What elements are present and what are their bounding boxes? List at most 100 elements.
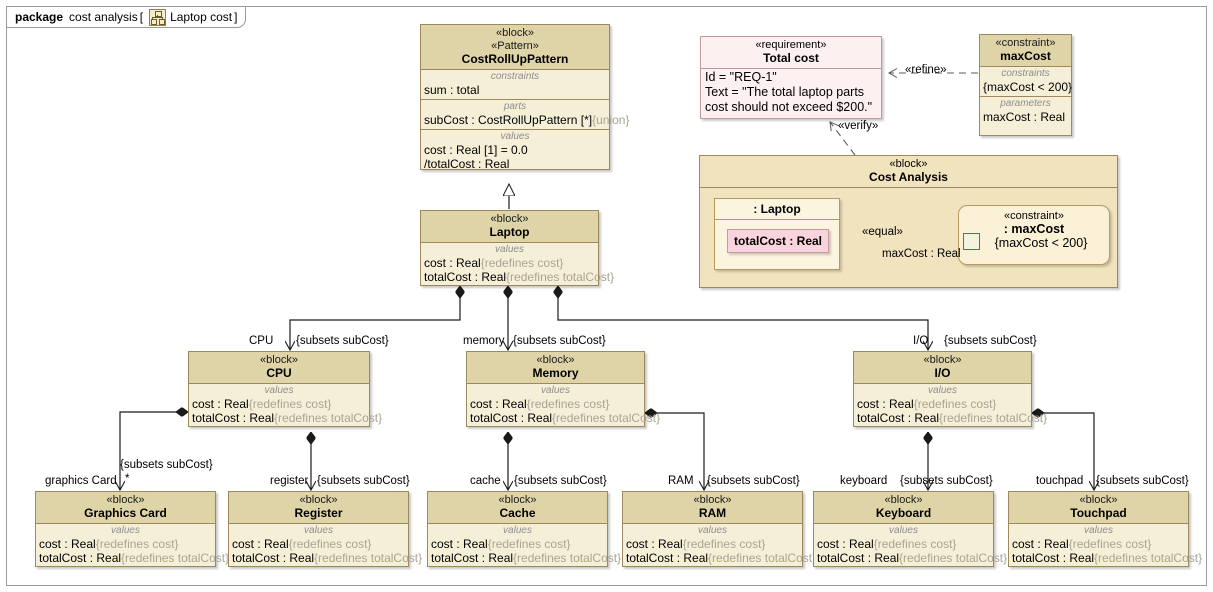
block-header: «block» Graphics Card xyxy=(36,492,215,524)
value-item: cost : Real{redefines cost} xyxy=(424,256,595,270)
compartment-caption-values: values xyxy=(304,525,333,536)
compartment-caption-values: values xyxy=(503,525,532,536)
values-compartment: values cost : Real{redefines cost} total… xyxy=(814,524,1007,567)
package-tab[interactable]: package cost analysis [ Laptop cost ] xyxy=(6,6,247,28)
value-item: totalCost : Real{redefines totalCost} xyxy=(192,411,382,425)
stereotype-constraint: «constraint» xyxy=(1004,210,1064,222)
edge-subsets-touchpad: {subsets subCost} xyxy=(1096,475,1189,487)
requirement-text-line2: cost should not exceed $200." xyxy=(705,100,873,114)
block-cost-roll-up-pattern[interactable]: «block» «Pattern» CostRollUpPattern cons… xyxy=(420,24,629,171)
constraint-parameter-port[interactable] xyxy=(963,233,980,250)
part-name: : Laptop xyxy=(715,199,839,220)
compartment-caption-parts: parts xyxy=(503,101,527,112)
value-text: cost : Real xyxy=(1012,537,1069,551)
block-touchpad[interactable]: «block» Touchpad values cost : Real{rede… xyxy=(1008,491,1202,567)
value-item: cost : Real{redefines cost} xyxy=(232,537,405,551)
parameter-item: maxCost : Real xyxy=(983,110,1066,124)
values-compartment: values cost : Real{redefines cost} total… xyxy=(421,243,614,286)
values-compartment: values cost : Real{redefines cost} total… xyxy=(623,524,816,567)
value-redefines: {redefines cost} xyxy=(248,397,332,411)
value-item: cost : Real{redefines cost} xyxy=(857,397,1028,411)
composition-cpu-graphics-card[interactable] xyxy=(120,412,188,490)
value-text: cost : Real xyxy=(431,537,488,551)
block-keyboard[interactable]: «block» Keyboard values cost : Real{rede… xyxy=(813,491,1007,567)
value-item: totalCost : Real{redefines totalCost} xyxy=(1012,551,1202,565)
package-frame xyxy=(6,6,1207,586)
parts-compartment: parts subCost : CostRollUpPattern [*]{un… xyxy=(421,100,629,130)
block-constraint-max-cost[interactable]: «constraint» maxCost constraints {maxCos… xyxy=(979,34,1072,136)
block-name: CPU xyxy=(266,366,292,380)
value-item: cost : Real{redefines cost} xyxy=(626,537,799,551)
compartment-caption-parameters: parameters xyxy=(1000,98,1051,109)
value-item: cost : Real{redefines cost} xyxy=(39,537,212,551)
block-header: «block» I/O xyxy=(854,352,1031,384)
value-item: totalCost : Real{redefines totalCost} xyxy=(424,270,614,284)
compartment-caption-values: values xyxy=(111,525,140,536)
value-text: totalCost : Real xyxy=(232,551,315,565)
composition-laptop-cpu[interactable] xyxy=(290,286,460,350)
value-item: totalCost : Real{redefines totalCost} xyxy=(626,551,816,565)
composition-memory-ram[interactable] xyxy=(645,413,704,490)
stereotype-block: «block» xyxy=(490,213,529,225)
value-item: totalCost : Real{redefines totalCost} xyxy=(232,551,422,565)
block-laptop[interactable]: «block» Laptop values cost : Real{redefi… xyxy=(420,210,614,286)
value-text: cost : Real xyxy=(39,537,96,551)
edge-multiplicity-graphics-card: * xyxy=(125,473,130,485)
edge-subsets-register: {subsets subCost} xyxy=(317,475,410,487)
block-name: Cost Analysis xyxy=(869,170,948,184)
value-redefines: {redefines totalCost} xyxy=(552,411,661,425)
value-redefines: {redefines totalCost} xyxy=(939,411,1048,425)
binding-parameter-label: maxCost : Real xyxy=(882,248,961,260)
stereotype-constraint: «constraint» xyxy=(995,37,1056,49)
value-text: cost : Real xyxy=(424,256,481,270)
edge-subsets-graphics-card: {subsets subCost} xyxy=(120,459,213,471)
stereotype-block: «block» xyxy=(299,494,338,506)
package-keyword: package xyxy=(15,10,64,24)
values-compartment: values cost : Real{redefines cost} total… xyxy=(1009,524,1202,567)
values-compartment: values cost : Real{redefines cost} total… xyxy=(854,384,1047,427)
verify-dependency[interactable] xyxy=(829,121,856,156)
block-register[interactable]: «block» Register values cost : Real{rede… xyxy=(228,491,422,567)
block-io[interactable]: «block» I/O values cost : Real{redefines… xyxy=(853,351,1047,427)
property-total-cost[interactable]: totalCost : Real xyxy=(727,229,829,253)
composition-io-touchpad[interactable] xyxy=(1032,413,1094,490)
block-cache[interactable]: «block» Cache values cost : Real{redefin… xyxy=(427,491,621,567)
edge-role-io: I/O xyxy=(913,335,929,347)
block-graphics-card[interactable]: «block» Graphics Card values cost : Real… xyxy=(35,491,229,567)
requirement-name: Total cost xyxy=(763,51,819,65)
compartment-caption-values: values xyxy=(928,385,957,396)
requirement-text-line1: Text = "The total laptop parts xyxy=(705,85,865,99)
edge-subsets-memory: {subsets subCost} xyxy=(513,335,606,347)
compartment-caption-values: values xyxy=(541,385,570,396)
value-item: cost : Real{redefines cost} xyxy=(817,537,990,551)
value-redefines: {redefines cost} xyxy=(95,537,179,551)
constraint-property-max-cost[interactable]: «constraint» : maxCost {maxCost < 200} xyxy=(958,205,1110,265)
constraint-property-name: : maxCost xyxy=(1003,222,1065,236)
requirement-header: «requirement» Total cost xyxy=(701,37,881,69)
edge-role-keyboard: keyboard xyxy=(840,475,888,487)
value-text: cost : Real xyxy=(817,537,874,551)
part-union: {union} xyxy=(592,113,630,127)
stereotype-block: «block» xyxy=(106,494,145,506)
value-redefines: {redefines cost} xyxy=(526,397,610,411)
block-name: Cache xyxy=(499,506,536,520)
block-cpu[interactable]: «block» CPU values cost : Real{redefines… xyxy=(188,351,382,427)
constraint-expression: {maxCost < 200} xyxy=(994,236,1088,250)
composition-laptop-io[interactable] xyxy=(558,286,928,350)
value-redefines: {redefines totalCost} xyxy=(708,551,817,565)
block-ram[interactable]: «block» RAM values cost : Real{redefines… xyxy=(622,491,816,567)
requirement-total-cost[interactable]: «requirement» Total cost Id = "REQ-1" Te… xyxy=(700,36,882,119)
value-text: totalCost : Real xyxy=(192,411,275,425)
block-name: RAM xyxy=(698,506,727,520)
block-name: Keyboard xyxy=(875,506,932,520)
block-header: «block» Touchpad xyxy=(1009,492,1188,524)
value-redefines: {redefines totalCost} xyxy=(274,411,383,425)
compartment-caption-constraints: constraints xyxy=(490,71,540,82)
edge-subsets-io: {subsets subCost} xyxy=(944,335,1037,347)
value-redefines: {redefines cost} xyxy=(873,537,957,551)
block-memory[interactable]: «block» Memory values cost : Real{redefi… xyxy=(466,351,660,427)
value-text: totalCost : Real xyxy=(431,551,514,565)
value-text: cost : Real xyxy=(470,397,527,411)
package-name: cost analysis xyxy=(69,10,138,24)
